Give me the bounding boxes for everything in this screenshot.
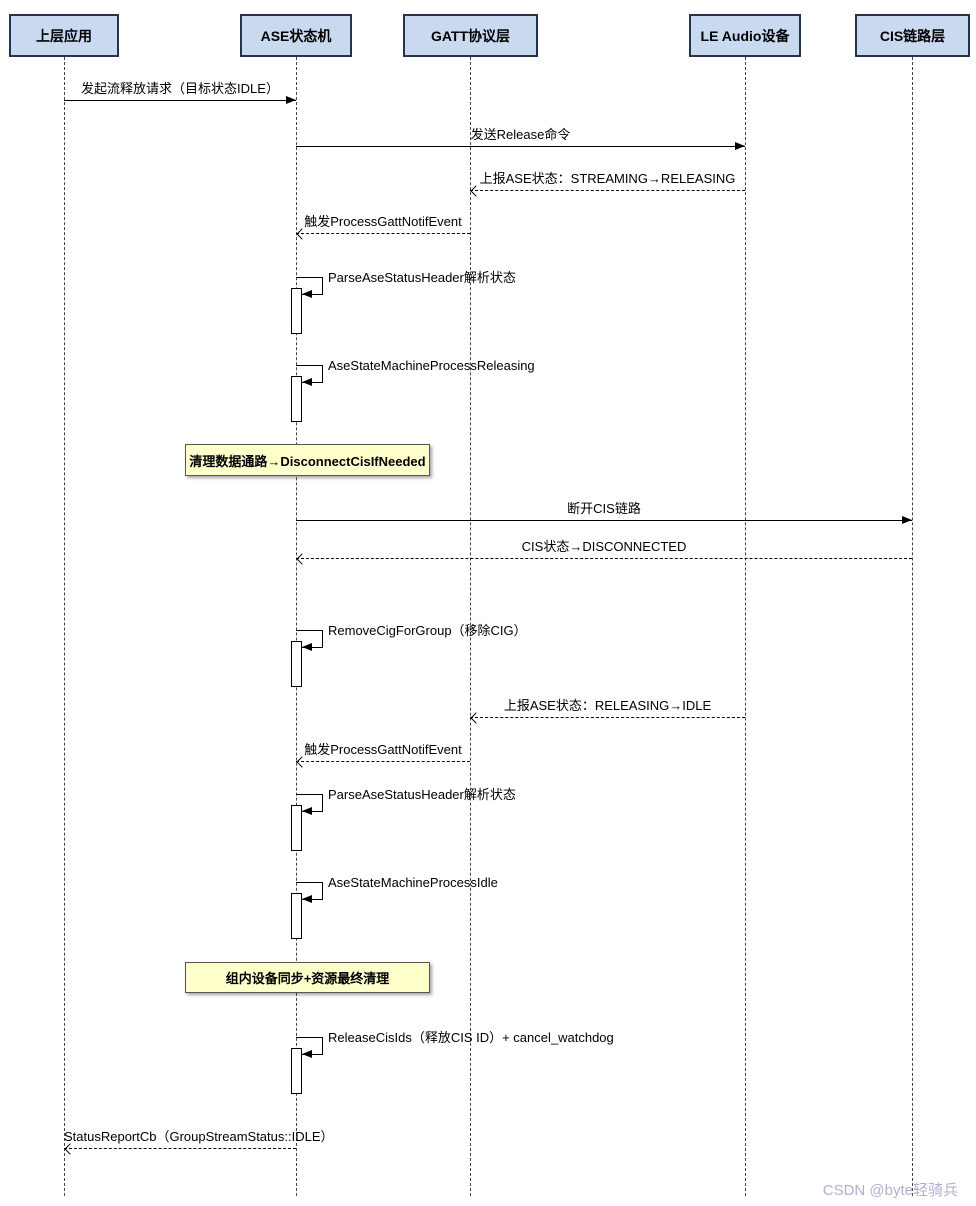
message-line [470, 190, 745, 191]
self-message-line [302, 811, 322, 812]
self-message-line [296, 365, 322, 366]
participant-header-upper-app: 上层应用 [9, 14, 119, 57]
arrowhead-icon [302, 1050, 312, 1058]
arrowhead-icon [296, 756, 308, 768]
arrowhead-icon [296, 228, 308, 240]
arrowhead-icon [470, 712, 482, 724]
message-label: 触发ProcessGattNotifEvent [304, 214, 462, 229]
message-line [296, 761, 470, 762]
self-message-line [322, 277, 323, 295]
self-message-label: ReleaseCisIds（释放CIS ID）+ cancel_watchdog [328, 1030, 614, 1045]
message-line [64, 1148, 296, 1149]
arrowhead-icon [302, 895, 312, 903]
participant-header-ase-state-machine: ASE状态机 [240, 14, 352, 57]
message-line [296, 146, 745, 147]
activation-bar [291, 376, 302, 422]
self-message-line [302, 647, 322, 648]
message-label: 发送Release命令 [470, 127, 571, 142]
activation-bar [291, 893, 302, 939]
message-line [296, 558, 912, 559]
arrowhead-icon [302, 290, 312, 298]
self-message-line [302, 1054, 322, 1055]
message-line [64, 100, 296, 101]
self-message-line [322, 882, 323, 900]
arrowhead-icon [302, 643, 312, 651]
self-message-line [296, 630, 322, 631]
lifeline-ase-state-machine [296, 57, 297, 1196]
watermark: CSDN @byte轻骑兵 [822, 1182, 958, 1199]
arrowhead-icon [470, 185, 482, 197]
activation-bar [291, 805, 302, 851]
self-message-label: RemoveCigForGroup（移除CIG） [328, 623, 527, 638]
message-label: StatusReportCb（GroupStreamStatus::IDLE） [64, 1129, 334, 1144]
lifeline-cis-link-layer [912, 57, 913, 1196]
self-message-line [302, 899, 322, 900]
arrowhead-icon [302, 378, 312, 386]
message-label: CIS状态→DISCONNECTED [521, 539, 687, 554]
self-message-line [322, 1037, 323, 1055]
activation-bar [291, 1048, 302, 1094]
message-label: 触发ProcessGattNotifEvent [304, 742, 462, 757]
note: 清理数据通路→DisconnectCisIfNeeded [185, 444, 430, 476]
activation-bar [291, 288, 302, 334]
message-label: 断开CIS链路 [567, 501, 641, 516]
self-message-label: ParseAseStatusHeader解析状态 [328, 270, 516, 285]
self-message-label: AseStateMachineProcessReleasing [328, 358, 535, 373]
self-message-line [296, 277, 322, 278]
arrowhead-icon [64, 1143, 76, 1155]
note: 组内设备同步+资源最终清理 [185, 962, 430, 993]
participant-header-cis-link-layer: CIS链路层 [855, 14, 970, 57]
lifeline-gatt-layer [470, 57, 471, 1196]
participant-header-le-audio-device: LE Audio设备 [689, 14, 801, 57]
self-message-line [302, 382, 322, 383]
arrowhead-icon [902, 516, 912, 524]
self-message-line [296, 882, 322, 883]
self-message-label: ParseAseStatusHeader解析状态 [328, 787, 516, 802]
self-message-label: AseStateMachineProcessIdle [328, 875, 498, 890]
message-label: 上报ASE状态：STREAMING→RELEASING [479, 171, 736, 186]
arrowhead-icon [286, 96, 296, 104]
lifeline-le-audio-device [745, 57, 746, 1196]
arrowhead-icon [735, 142, 745, 150]
self-message-line [296, 1037, 322, 1038]
self-message-line [322, 365, 323, 383]
self-message-line [302, 294, 322, 295]
message-line [296, 520, 912, 521]
participant-header-gatt-layer: GATT协议层 [403, 14, 538, 57]
message-line [470, 717, 745, 718]
message-label: 发起流释放请求（目标状态IDLE） [81, 81, 279, 96]
arrowhead-icon [296, 553, 308, 565]
lifeline-upper-app [64, 57, 65, 1196]
message-label: 上报ASE状态：RELEASING→IDLE [503, 698, 712, 713]
self-message-line [322, 630, 323, 648]
arrowhead-icon [302, 807, 312, 815]
activation-bar [291, 641, 302, 687]
self-message-line [296, 794, 322, 795]
self-message-line [322, 794, 323, 812]
message-line [296, 233, 470, 234]
